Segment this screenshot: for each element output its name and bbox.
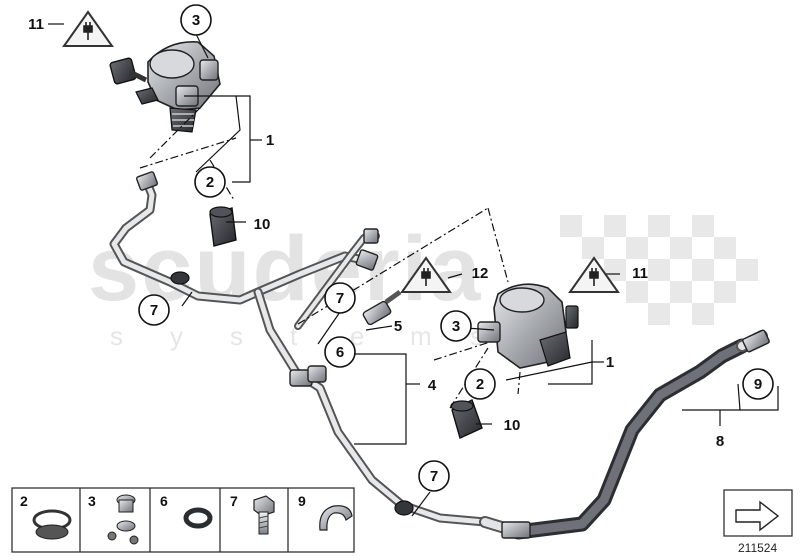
checkered-flag-watermark xyxy=(560,215,758,325)
cap-screw-set-icon xyxy=(107,494,139,545)
diagram-nav-arrow[interactable] xyxy=(723,489,793,537)
line-fitting xyxy=(136,171,379,271)
high-pressure-pump-top xyxy=(135,41,221,133)
callout-7-left: 7 xyxy=(138,294,170,326)
legend-item-3: 3 xyxy=(88,493,139,545)
leader-lines xyxy=(181,33,779,517)
legend-number: 9 xyxy=(298,493,306,509)
pressure-sensor xyxy=(362,289,402,326)
hose-end-fitting xyxy=(501,329,770,539)
legend-item-6: 6 xyxy=(160,493,213,529)
label-5: 5 xyxy=(394,318,402,335)
sealing-plug-top xyxy=(209,206,237,247)
legend-number: 7 xyxy=(230,493,238,509)
callout-number: 7 xyxy=(430,468,438,485)
callout-7-mid: 7 xyxy=(324,282,356,314)
watermark-letter: e xyxy=(350,321,364,351)
pressure-sensor-connector-top xyxy=(109,57,148,85)
watermark-letter: t xyxy=(290,321,298,351)
label-1-right: 1 xyxy=(606,354,614,371)
label-4: 4 xyxy=(428,377,437,394)
callout-number: 7 xyxy=(336,290,344,307)
label-1-top: 1 xyxy=(266,132,274,149)
legend-item-7: 7 xyxy=(230,493,275,535)
watermark-letter: y xyxy=(170,321,183,351)
electrical-warning-icon xyxy=(568,256,620,293)
callout-number: 2 xyxy=(476,376,484,393)
line-clamp xyxy=(170,271,414,516)
watermark-letter: s xyxy=(230,321,243,351)
seal-ring-icon xyxy=(32,509,72,540)
callout-number: 6 xyxy=(336,344,344,361)
callout-2-top: 2 xyxy=(194,166,226,198)
callout-number: 9 xyxy=(754,376,762,393)
diagram-id: 211524 xyxy=(738,541,777,555)
watermark-letter: s xyxy=(110,321,123,351)
callout-number: 3 xyxy=(452,318,460,335)
callout-2-right: 2 xyxy=(464,368,496,400)
callout-number: 3 xyxy=(192,12,200,29)
electrical-warning-icon xyxy=(62,10,114,47)
label-12: 12 xyxy=(472,265,489,282)
legend-number: 6 xyxy=(160,493,168,509)
legend-item-9: 9 xyxy=(298,493,353,531)
callout-number: 2 xyxy=(206,174,214,191)
label-8: 8 xyxy=(716,433,724,450)
o-ring-icon xyxy=(183,507,213,529)
callout-9: 9 xyxy=(742,368,774,400)
clip-icon xyxy=(319,505,353,531)
fuel-line-left xyxy=(109,180,377,305)
parts-legend: 2 3 6 7 xyxy=(11,487,355,553)
sealing-plug-right xyxy=(450,399,483,439)
callout-3-right: 3 xyxy=(440,310,472,342)
legend-item-2: 2 xyxy=(20,493,72,540)
label-11-right: 11 xyxy=(632,265,648,282)
callout-7-bottom: 7 xyxy=(418,460,450,492)
callout-3-top: 3 xyxy=(180,4,212,36)
callout-6: 6 xyxy=(324,336,356,368)
legend-number: 2 xyxy=(20,493,28,509)
hex-bolt-icon xyxy=(253,495,275,535)
high-pressure-pump-right xyxy=(477,283,579,369)
label-10-right: 10 xyxy=(504,417,521,434)
watermark-letter: m xyxy=(410,321,432,351)
callout-number: 7 xyxy=(150,302,158,319)
electrical-warning-icon xyxy=(400,256,452,293)
label-10-top: 10 xyxy=(254,216,271,233)
legend-number: 3 xyxy=(88,493,96,509)
label-11-top: 11 xyxy=(28,16,44,33)
